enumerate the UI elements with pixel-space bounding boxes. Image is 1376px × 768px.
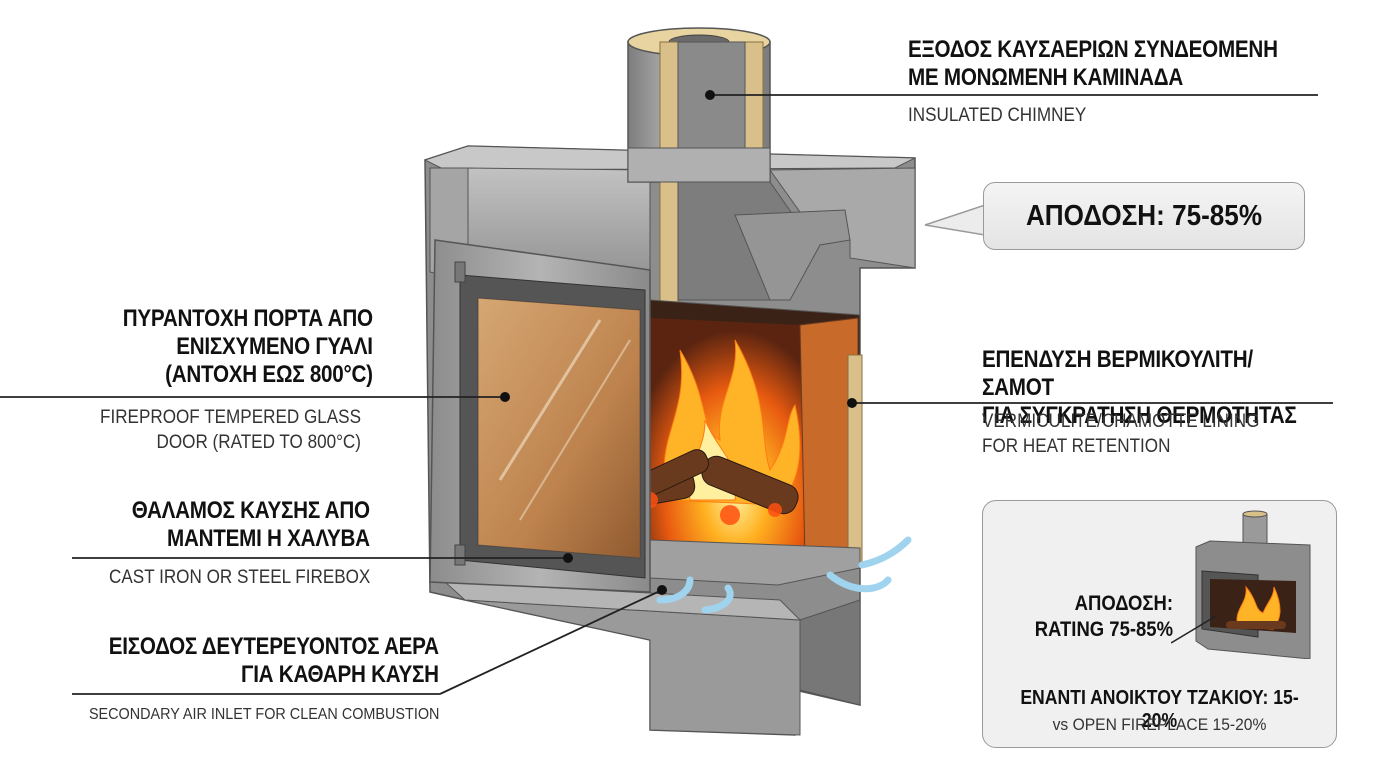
card-vs-greek: ΕΝΑΝΤΙ ΑΝΟΙΚΤΟΥ ΤΖΑΚΙΟΥ: 15-20% (1020, 687, 1299, 732)
firebox (584, 299, 863, 586)
door-label-greek: ΠΥΡΑΝΤΟΧΗ ΠΟΡΤΑ ΑΠΟ ΕΝΙΣΧΥΜΕΝΟ ΓΥΑΛΙ (ΑΝ… (123, 305, 373, 389)
firebox-label-english: CAST IRON OR STEEL FIREBOX (109, 565, 370, 590)
leader-lines (0, 94, 1333, 695)
mini-stove-icon (1195, 510, 1311, 659)
glass-door (429, 239, 651, 593)
card-rating-line-1: ΑΠΟΔΟΣΗ: (1074, 592, 1173, 615)
air-greek-line-2: ΓΙΑ ΚΑΘΑΡΗ ΚΑΥΣΗ (241, 661, 439, 688)
lining-greek-line-2: ΓΙΑ ΣΥΓΚΡΑΤΗΣΗ ΘΕΡΜΟΤΗΤΑΣ (982, 402, 1297, 429)
chimney-greek-line-2: ΜΕ ΜΟΝΩΜΕΝΗ ΚΑΜΙΝΑΔΑ (908, 64, 1184, 91)
air-label-english: SECONDARY AIR INLET FOR CLEAN COMBUSTION (89, 702, 439, 727)
door-greek-line-3: (ΑΝΤΟΧΗ ΕΩΣ 800°C) (165, 361, 373, 388)
card-rating-line-2: RATING 75-85% (1034, 618, 1173, 641)
door-greek-line-1: ΠΥΡΑΝΤΟΧΗ ΠΟΡΤΑ ΑΠΟ (122, 305, 373, 332)
lining-english-line-2: FOR HEAT RETENTION (982, 436, 1171, 457)
chimney (627, 27, 851, 303)
bubble-tail (924, 203, 986, 236)
firebox-greek-line-1: ΘΑΛΑΜΟΣ ΚΑΥΣΗΣ ΑΠΟ (131, 497, 370, 524)
card-rating: ΑΠΟΔΟΣΗ: RATING 75-85% (1015, 591, 1173, 643)
air-greek-line-1: ΕΙΣΟΔΟΣ ΔΕΥΤΕΡΕΥΟΝΤΟΣ ΑΕΡΑ (108, 633, 439, 660)
card-vs-english: vs OPEN FIREPLACE 15-20% (1052, 715, 1267, 734)
air-label-greek: ΕΙΣΟΔΟΣ ΔΕΥΤΕΡΕΥΟΝΤΟΣ ΑΕΡΑ ΓΙΑ ΚΑΘΑΡΗ ΚΑ… (109, 633, 439, 689)
chimney-english-line-1: INSULATED CHIMNEY (908, 105, 1087, 126)
firebox-greek-line-2: ΜΑΝΤΕΜΙ Η ΧΑΛΥΒΑ (167, 525, 370, 552)
door-english-line-1: FIREPROOF TEMPERED GLASS (100, 407, 361, 428)
efficiency-bubble: ΑΠΟΔΟΣΗ: 75-85% (983, 182, 1305, 250)
comparison-card: ΑΠΟΔΟΣΗ: RATING 75-85% ΕΝΑΝΤΙ ΑΝΟΙΚΤΟΥ Τ… (982, 500, 1337, 748)
air-english-line-1: SECONDARY AIR INLET FOR CLEAN COMBUSTION (88, 706, 439, 723)
door-label-english: FIREPROOF TEMPERED GLASS DOOR (RATED TO … (100, 405, 361, 455)
efficiency-bubble-text: ΑΠΟΔΟΣΗ: 75-85% (1025, 199, 1263, 232)
door-english-line-2: DOOR (RATED TO 800°C) (156, 432, 361, 453)
lining-label-greek: ΕΠΕΝΔΥΣΗ ΒΕΡΜΙΚΟΥΛΙΤΗ/ΣΑΜΟΤ ΓΙΑ ΣΥΓΚΡΑΤΗ… (982, 346, 1321, 430)
air-flow-arrows (656, 536, 912, 614)
leader-dots (500, 90, 857, 595)
lining-english-line-1: VERMICULITE/CHAMOTTE LINING (982, 411, 1260, 432)
chimney-label-english: INSULATED CHIMNEY (908, 103, 1086, 128)
firebox-english-line-1: CAST IRON OR STEEL FIREBOX (108, 567, 370, 588)
card-leader-line (1171, 615, 1217, 644)
door-greek-line-2: ΕΝΙΣΧΥΜΕΝΟ ΓΥΑΛΙ (176, 333, 373, 360)
lining-greek-line-1: ΕΠΕΝΔΥΣΗ ΒΕΡΜΙΚΟΥΛΙΤΗ/ΣΑΜΟΤ (982, 346, 1253, 401)
firebox-label-greek: ΘΑΛΑΜΟΣ ΚΑΥΣΗΣ ΑΠΟ ΜΑΝΤΕΜΙ Η ΧΑΛΥΒΑ (132, 497, 370, 553)
chimney-label-greek: ΕΞΟΔΟΣ ΚΑΥΣΑΕΡΙΩΝ ΣΥΝΔΕΟΜΕΝΗ ΜΕ ΜΟΝΩΜΕΝΗ… (908, 36, 1278, 92)
lining-label-english: VERMICULITE/CHAMOTTE LINING FOR HEAT RET… (982, 409, 1259, 459)
chimney-greek-line-1: ΕΞΟΔΟΣ ΚΑΥΣΑΕΡΙΩΝ ΣΥΝΔΕΟΜΕΝΗ (908, 36, 1278, 63)
